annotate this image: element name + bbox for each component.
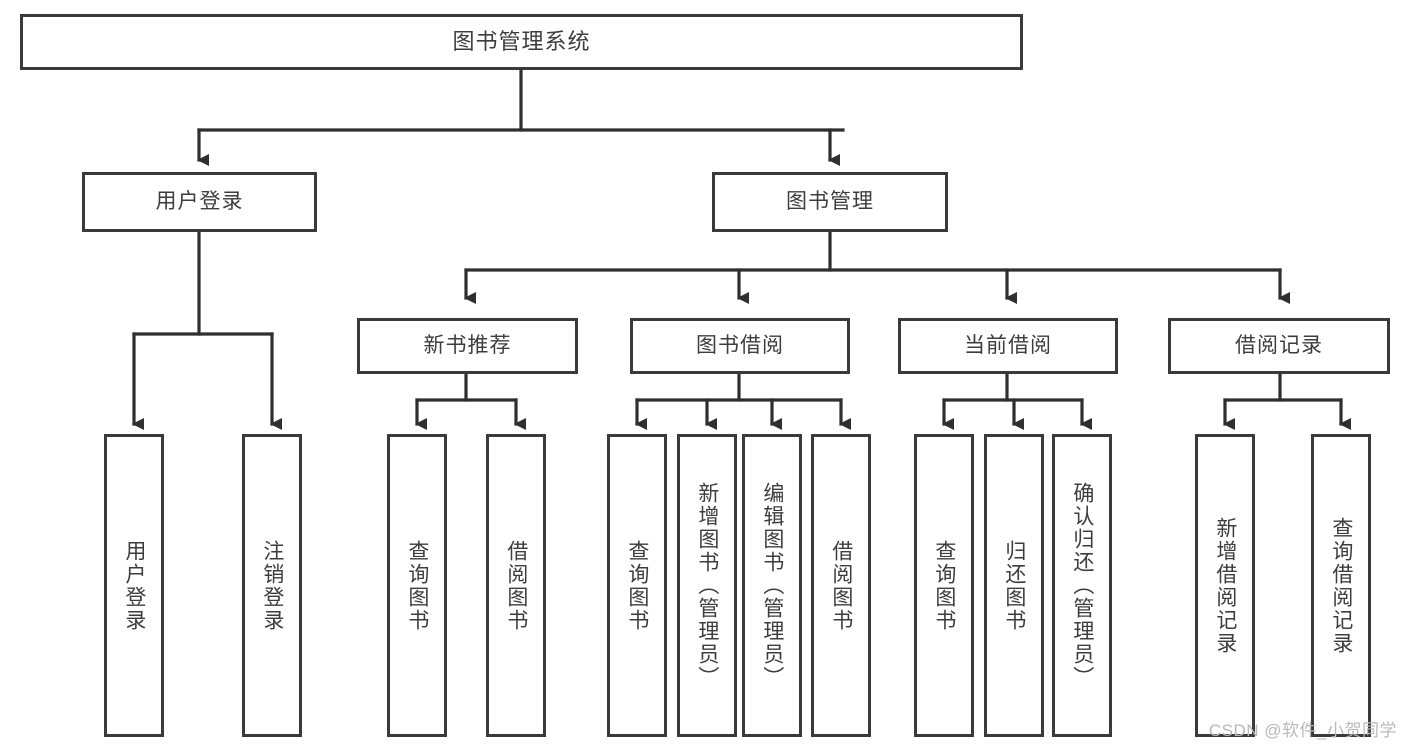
node-book-management[interactable]: 图书管理 [712,172,948,232]
leaf-book-borrow-0[interactable]: 查询图书 [607,434,667,737]
watermark-text: CSDN @软件_小贺同学 [1208,721,1397,740]
node-current-borrow[interactable]: 当前借阅 [898,318,1118,374]
node-book-borrow[interactable]: 图书借阅 [630,318,850,374]
leaf-borrow-record-1[interactable]: 查询借阅记录 [1311,434,1371,737]
leaf-current-borrow-1[interactable]: 归还图书 [984,434,1044,737]
leaf-book-borrow-2[interactable]: 编辑图书（管理员） [742,434,802,737]
leaf-new-book-recommend-0[interactable]: 查询图书 [387,434,447,737]
leaf-borrow-record-0[interactable]: 新增借阅记录 [1195,434,1255,737]
leaf-current-borrow-0[interactable]: 查询图书 [914,434,974,737]
leaf-book-borrow-3[interactable]: 借阅图书 [811,434,871,737]
node-user-login[interactable]: 用户登录 [82,172,317,232]
leaf-current-borrow-2[interactable]: 确认归还（管理员） [1052,434,1112,737]
leaf-user-login-0[interactable]: 用户登录 [104,434,164,737]
leaf-user-login-1[interactable]: 注销登录 [242,434,302,737]
node-new-book-recommend[interactable]: 新书推荐 [357,318,578,374]
node-root-system[interactable]: 图书管理系统 [20,14,1023,70]
leaf-book-borrow-1[interactable]: 新增图书（管理员） [677,434,737,737]
node-borrow-record[interactable]: 借阅记录 [1168,318,1390,374]
leaf-new-book-recommend-1[interactable]: 借阅图书 [486,434,546,737]
